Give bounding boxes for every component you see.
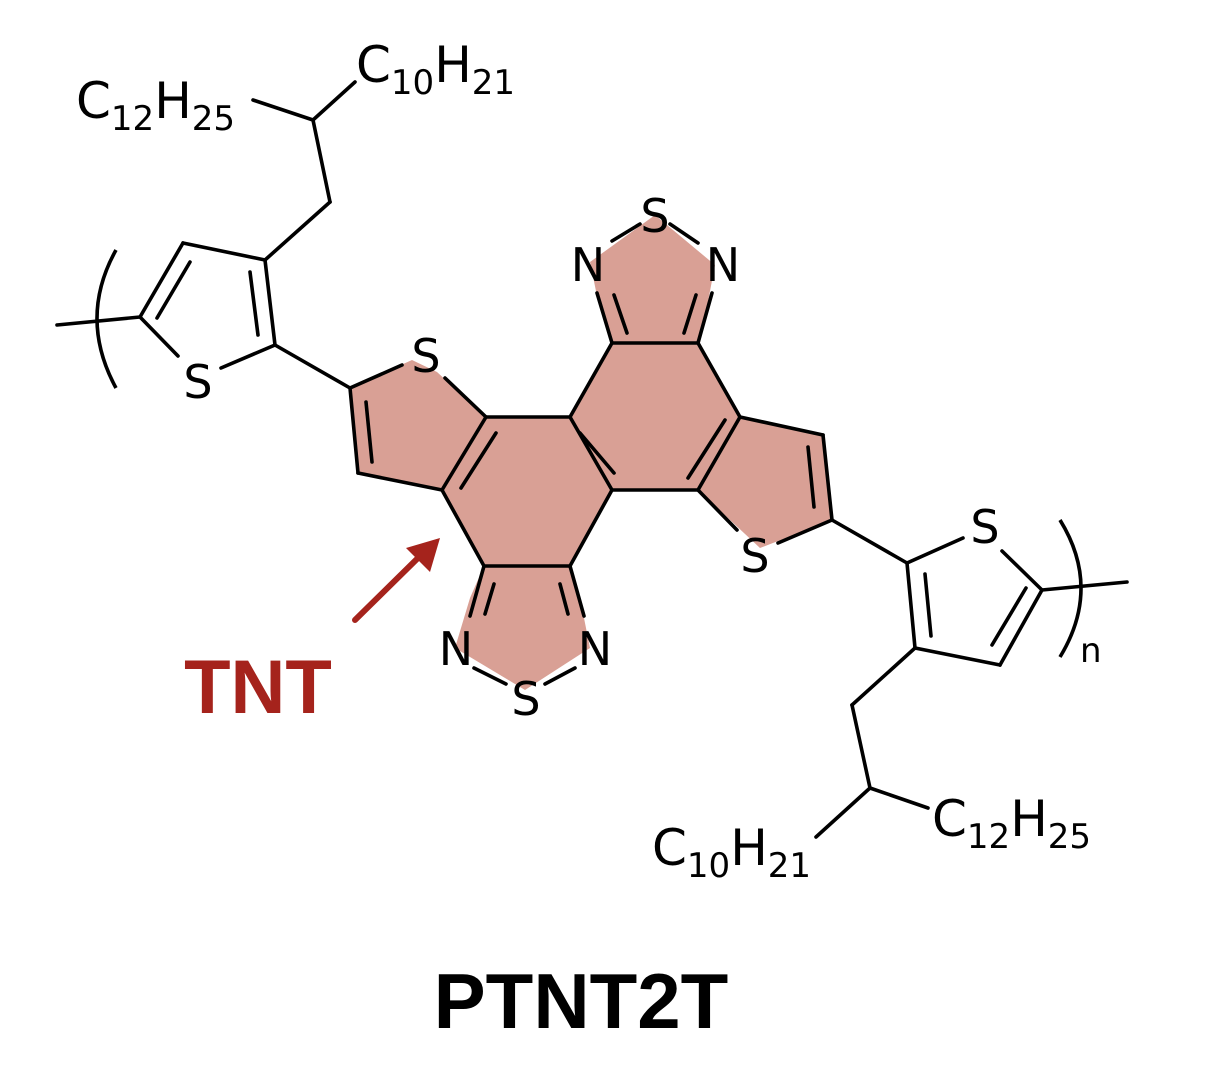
atom-s-core-right: S xyxy=(740,529,769,583)
bonds xyxy=(55,80,1129,839)
tnt-label: TNT xyxy=(184,645,332,730)
substituent-top-right: C10H21 xyxy=(356,36,515,103)
atom-s-core-left: S xyxy=(411,329,440,383)
atom-n-bottom-left: N xyxy=(439,622,473,676)
atom-s-outer-left: S xyxy=(183,355,212,409)
atom-n-bottom-right: N xyxy=(578,622,612,676)
substituent-bottom-left: C10H21 xyxy=(652,819,811,886)
tnt-arrow-head xyxy=(406,538,440,572)
right-bracket xyxy=(1058,519,1083,658)
left-bracket xyxy=(95,249,118,389)
atom-s-top: S xyxy=(640,189,669,243)
atom-n-top-left: N xyxy=(571,238,605,292)
substituent-top-left: C12H25 xyxy=(76,72,235,139)
repeat-subscript-n: n xyxy=(1080,631,1102,671)
atom-labels: S N N S S N N S S S xyxy=(183,189,999,726)
substituent-bottom-right: C12H25 xyxy=(932,790,1091,857)
atom-s-outer-right: S xyxy=(970,500,999,554)
atom-s-bottom: S xyxy=(511,672,540,726)
tnt-arrow-line xyxy=(352,553,423,623)
atom-n-top-right: N xyxy=(706,238,740,292)
polymer-name: PTNT2T xyxy=(434,957,729,1045)
